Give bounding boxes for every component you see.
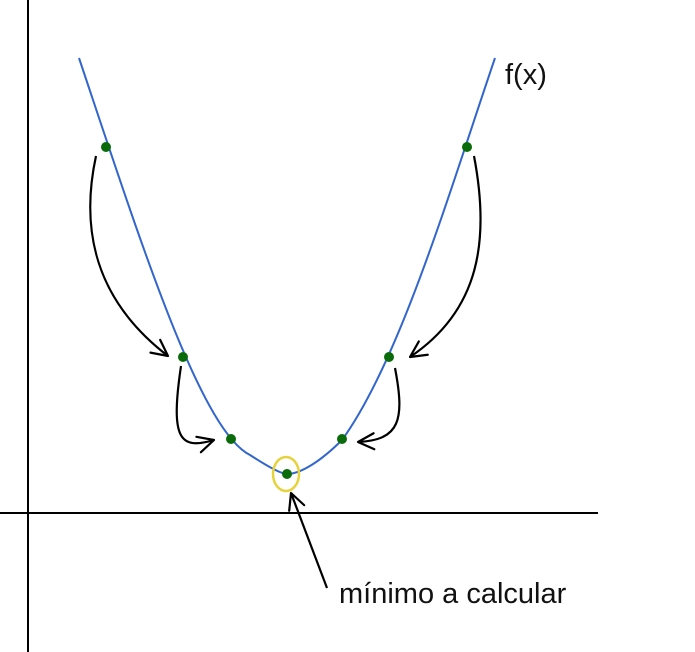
step-arrow-right-2 (356, 367, 401, 451)
step-arrow-left-2 (175, 365, 216, 454)
point-right-2 (384, 352, 394, 362)
function-curve (78, 57, 496, 476)
step-arrow-right-1 (408, 155, 482, 359)
point-minimum (282, 469, 292, 479)
point-right-1 (462, 142, 472, 152)
step-arrow-left-1 (89, 155, 170, 358)
function-label: f(x) (505, 59, 547, 91)
minimum-annotation-arrow (288, 491, 329, 589)
point-left-3 (226, 434, 236, 444)
point-left-1 (101, 142, 111, 152)
point-right-3 (337, 434, 347, 444)
minimum-highlight-ring (271, 455, 301, 493)
minimum-label: mínimo a calcular (339, 578, 567, 610)
point-left-2 (178, 352, 188, 362)
